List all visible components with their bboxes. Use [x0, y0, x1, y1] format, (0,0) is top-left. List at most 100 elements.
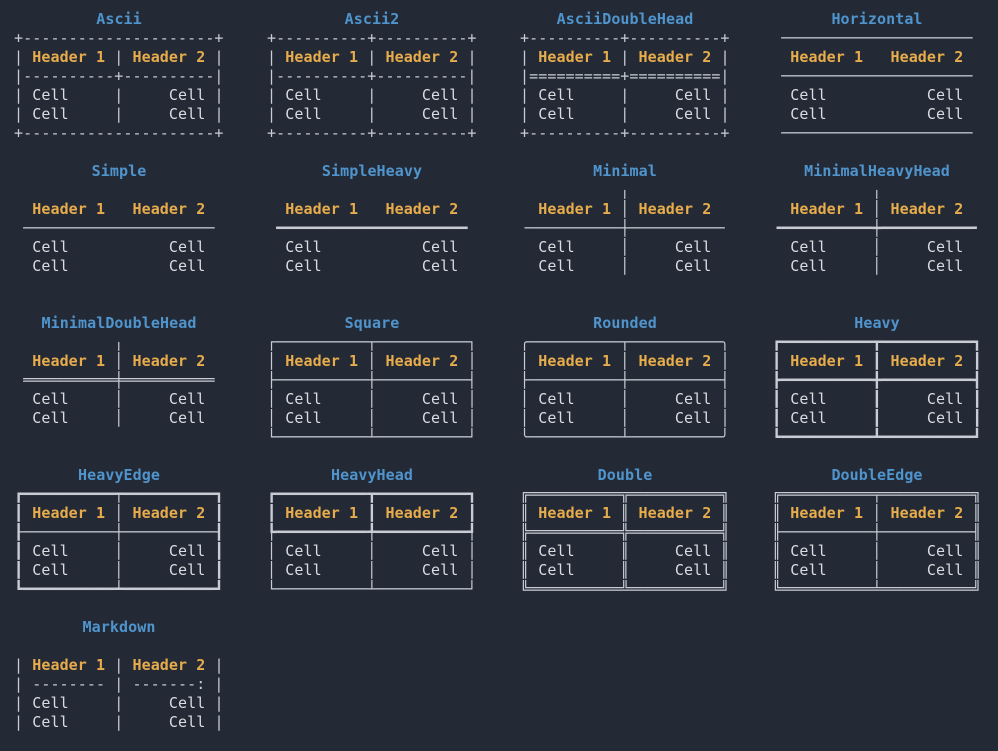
table-border [267, 200, 285, 218]
table-border: +----------+----------+ [520, 124, 730, 142]
table-double: Double ╔══════════╦══════════╗║ Header 1… [520, 466, 730, 599]
table-border: ║ [963, 542, 982, 560]
cell-text: Cell [674, 238, 712, 256]
table-border: | [205, 713, 224, 731]
column-header-text: Header 2 [890, 200, 964, 218]
table-asciidoublehead: AsciiDoubleHead +----------+----------+|… [520, 10, 730, 143]
column-header-text: Header 1 [32, 504, 106, 522]
table-body: +----------+----------+| Header 1 | Head… [520, 29, 730, 143]
table-border: ║ [520, 561, 539, 579]
cell-text: Cell [926, 409, 964, 427]
column-header-text: Header 2 [132, 504, 206, 522]
table-line: ┏━━━━━━━━━━┳━━━━━━━━━━┓ [772, 333, 982, 352]
table-line: │ Cell │ Cell │ [267, 542, 477, 561]
table-line: ┏━━━━━━━━━━┳━━━━━━━━━━┓ [267, 485, 477, 504]
cell-text: Cell [285, 86, 322, 104]
table-line: | Cell | Cell | [520, 105, 730, 124]
table-line [14, 276, 224, 295]
column-header-text: Header 1 [32, 200, 106, 218]
table-border: ╔══════════╦══════════╗ [520, 485, 730, 503]
column-header-text: Header 1 [538, 504, 612, 522]
column-header-text: Header 1 [285, 352, 359, 370]
table-border: | [458, 86, 477, 104]
table-border [69, 238, 169, 256]
table-line: Header 1 Header 2 [14, 200, 224, 219]
table-line: │ Cell │ Cell │ [267, 390, 477, 409]
cell-text: Cell [168, 390, 206, 408]
table-line: | Cell | Cell | [520, 86, 730, 105]
table-border [205, 409, 223, 427]
table-border: ║ [574, 542, 675, 560]
table-border: │ [267, 352, 286, 370]
table-line: ║ Cell │ Cell ║ [772, 561, 982, 580]
table-border: │ [321, 542, 422, 560]
table-border: ┃ [826, 390, 927, 408]
table-border: ╠══════════╬══════════╣ [520, 523, 730, 541]
table-line: +---------------------+ [14, 124, 224, 143]
table-line: │ Header 1 │ Header 2 │ [267, 352, 477, 371]
table-border: ┌──────────┬──────────┐ [267, 333, 477, 351]
cell-text: Cell [168, 561, 206, 579]
table-border: │ [863, 200, 891, 218]
cell-text: Cell [538, 257, 575, 275]
table-border: │ [267, 390, 286, 408]
box-style-title: Rounded [593, 314, 657, 332]
column-header-text: Header 1 [790, 48, 864, 66]
table-doubleedge: DoubleEdge ╔══════════╤══════════╗║ Head… [772, 466, 982, 599]
cell-text: Cell [538, 561, 575, 579]
table-line: |----------+----------| [267, 67, 477, 86]
box-style-title: Heavy [854, 314, 900, 332]
table-border: | [68, 86, 169, 104]
table-body: ┌──────────┬──────────┐│ Header 1 │ Head… [267, 333, 477, 447]
table-border: ┃ [772, 409, 791, 427]
table-border [711, 238, 729, 256]
table-border: │ [105, 504, 133, 522]
table-heavyhead: HeavyHead ┏━━━━━━━━━━┳━━━━━━━━━━┓┃ Heade… [267, 466, 477, 599]
table-line: ╔══════════╦══════════╗ [520, 485, 730, 504]
cell-text: Cell [32, 390, 69, 408]
table-border: └──────────┴──────────┘ [267, 580, 477, 598]
cell-text: Cell [32, 238, 69, 256]
table-border: ├──────────┼──────────┤ [267, 371, 477, 389]
table-border: ┃ [205, 542, 224, 560]
table-line: ║ Cell ║ Cell ║ [520, 561, 730, 580]
column-header-text: Header 1 [285, 200, 359, 218]
table-border [14, 257, 32, 275]
table-simple: Simple Header 1 Header 2 ───────────────… [14, 162, 224, 295]
table-body: ───────────────────── Header 1 Header 2 … [772, 29, 982, 143]
table-border: │ [458, 390, 477, 408]
column-header-text: Header 1 [32, 656, 106, 674]
table-border: ┃ [863, 352, 891, 370]
table-line: |==========+==========| [520, 67, 730, 86]
table-border [711, 257, 729, 275]
table-border: | [205, 694, 224, 712]
column-header-text: Header 2 [132, 352, 206, 370]
cell-text: Cell [32, 694, 69, 712]
table-border: ║ [711, 561, 730, 579]
table-border: |----------+----------| [267, 67, 477, 85]
table-border: ══════════╪══════════ [14, 371, 224, 389]
table-border: ┃ [458, 504, 477, 522]
table-border: ║ [520, 504, 539, 522]
cell-text: Cell [168, 105, 206, 123]
cell-text: Cell [421, 105, 459, 123]
table-border: | -------- | -------: | [14, 675, 224, 693]
cell-text: Cell [32, 409, 69, 427]
cell-text: Cell [926, 86, 964, 104]
table-line: ├──────────┼──────────┤ [267, 371, 477, 390]
table-border: | [14, 105, 33, 123]
table-border [358, 200, 385, 218]
table-border: │ [611, 352, 639, 370]
table-border: ┏━━━━━━━━━━┳━━━━━━━━━━┓ [267, 485, 477, 503]
table-border: +----------+----------+ [520, 29, 730, 47]
table-body: ╔══════════╤══════════╗║ Header 1 │ Head… [772, 485, 982, 599]
table-border: ───────────────────── [772, 124, 982, 142]
table-border: │ [611, 200, 639, 218]
table-border: ║ [711, 542, 730, 560]
table-border: ┏━━━━━━━━━━┳━━━━━━━━━━┓ [772, 333, 982, 351]
table-line: ├──────────┼──────────┤ [520, 371, 730, 390]
table-line [772, 276, 982, 295]
table-line: +----------+----------+ [267, 124, 477, 143]
table-border [520, 257, 538, 275]
